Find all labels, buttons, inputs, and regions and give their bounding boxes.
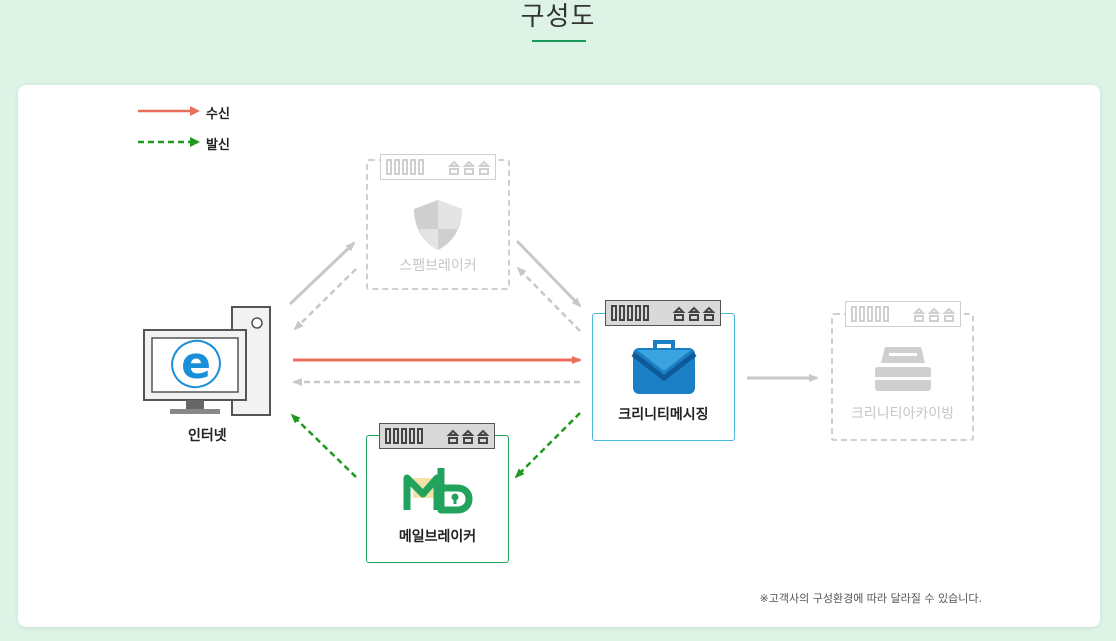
title-underline bbox=[532, 40, 586, 42]
node-internet: e 인터넷 bbox=[142, 305, 272, 445]
server-rack-icon bbox=[605, 300, 721, 326]
send-arrow-icon bbox=[138, 137, 200, 147]
shield-icon bbox=[414, 200, 462, 250]
node-spam-breaker: 스팸브레이커 bbox=[366, 154, 510, 290]
arrow-internet-to-spam bbox=[288, 241, 356, 306]
server-rack-icon bbox=[380, 154, 496, 180]
crinity-messaging-label: 크리니티메시징 bbox=[618, 407, 709, 423]
pc-browser-icon: e bbox=[143, 306, 271, 416]
spam-breaker-label: 스팸브레이커 bbox=[399, 258, 477, 274]
server-rack-icon bbox=[845, 301, 961, 327]
mail-breaker-label: 메일브레이커 bbox=[398, 529, 477, 545]
svg-text:e: e bbox=[181, 338, 211, 389]
arrow-spam-to-internet bbox=[293, 268, 357, 331]
legend-receive-label: 수신 bbox=[206, 107, 230, 122]
arrow-messaging-to-spam bbox=[516, 266, 581, 332]
arrow-mailbreaker-to-internet bbox=[290, 413, 357, 478]
node-crinity-messaging: 크리니티메시징 bbox=[592, 300, 735, 441]
connection-arrows bbox=[288, 239, 819, 479]
archive-icon bbox=[875, 347, 931, 391]
internet-label: 인터넷 bbox=[188, 428, 227, 444]
crinity-archiving-label: 크리니티아카이빙 bbox=[850, 406, 955, 422]
mail-briefcase-icon bbox=[631, 340, 697, 394]
footnote: ※고객사의 구성환경에 따라 달라질 수 있습니다. bbox=[759, 592, 982, 605]
receive-arrow-icon bbox=[138, 106, 200, 116]
node-mail-breaker: 메일브레이커 bbox=[366, 423, 509, 563]
mb-logo-icon bbox=[403, 468, 473, 514]
arrow-messaging-to-mailbreaker bbox=[514, 412, 581, 479]
page-title: 구성도 bbox=[520, 2, 596, 32]
legend-send-label: 발신 bbox=[206, 138, 230, 153]
server-rack-icon bbox=[379, 423, 495, 449]
diagram-card: 수신 발신 bbox=[18, 85, 1100, 627]
node-crinity-archiving: 크리니티아카이빙 bbox=[831, 301, 974, 441]
arrow-spam-to-messaging bbox=[515, 239, 582, 308]
